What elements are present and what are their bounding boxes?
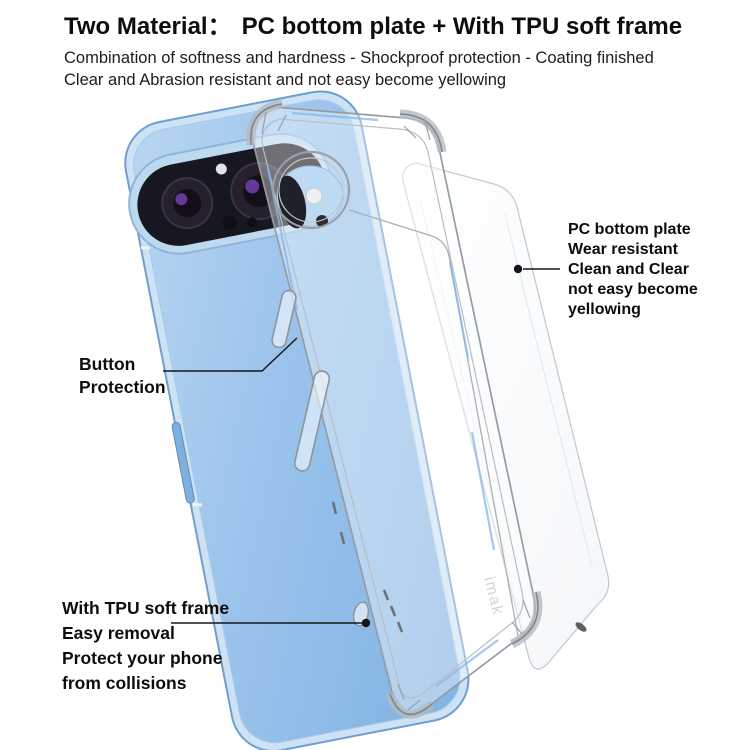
lens-glint	[175, 193, 188, 206]
annotation-tpu-soft-frame: With TPU soft frame Easy removal Protect…	[62, 596, 229, 696]
annotation-text-line: Clean and Clear	[568, 261, 689, 278]
antenna-line	[192, 503, 203, 507]
annotation-text-line: not easy become	[568, 281, 698, 298]
case-camera-ring-inner	[278, 157, 344, 223]
case-corner-bumpers	[246, 99, 543, 719]
callout-dot-tpu	[361, 618, 371, 628]
antenna-line	[140, 246, 151, 250]
callout-line-button	[163, 337, 298, 372]
annotation-text-line: With TPU soft frame	[62, 598, 230, 618]
sensor-through-ring	[316, 215, 328, 227]
annotation-text-line: from collisions	[62, 673, 187, 693]
header: Two Material： PC bottom plate + With TPU …	[64, 6, 724, 91]
camera-bar-edge-through-ring	[277, 175, 307, 229]
subtitle-line-2: Clear and Abrasion resistant and not eas…	[64, 71, 507, 89]
case-camera-ring-outer	[271, 150, 351, 230]
page-title: Two Material： PC bottom plate + With TPU …	[64, 6, 724, 41]
tpu-case	[246, 99, 543, 719]
annotation-text-line: Protection	[79, 377, 166, 397]
case-button-volume	[293, 370, 331, 472]
callout-lines	[163, 264, 560, 628]
case-port-cutouts	[331, 501, 404, 633]
case-fill	[251, 107, 536, 714]
flash-through-ring	[305, 187, 323, 205]
camera-sensor-dot	[222, 215, 237, 230]
phone-body	[133, 99, 461, 744]
case-inner-lip	[348, 209, 519, 637]
annotation-text-line: PC bottom plate	[568, 221, 691, 238]
annotation-text-line: Easy removal	[62, 623, 175, 643]
camera-sensor-dot	[247, 217, 258, 228]
annotation-button-protection: Button Protection	[79, 353, 166, 399]
annotation-pc-bottom-plate: PC bottom plate Wear resistant Clean and…	[568, 220, 698, 320]
annotation-text-line: yellowing	[568, 301, 641, 318]
phone-side-button	[171, 421, 195, 504]
case-inner-rail	[261, 118, 524, 699]
case-camera-ring-group	[271, 150, 351, 230]
callout-dot-pc	[513, 264, 523, 274]
plate-left-highlight	[419, 199, 527, 641]
plate-port-notch	[575, 622, 587, 632]
subtitle-line-1: Combination of softness and hardness - S…	[64, 49, 654, 67]
case-button-power	[271, 289, 297, 349]
camera-flash-dot	[215, 163, 227, 175]
title-prefix: Two Material：	[64, 13, 232, 40]
annotation-text-line: Protect your phone	[62, 648, 223, 668]
annotation-text-line: Button	[79, 354, 136, 374]
annotation-text-line: Wear resistant	[568, 241, 678, 258]
page-subtitle: Combination of softness and hardness - S…	[64, 47, 724, 91]
lens-glint	[245, 179, 260, 194]
title-rest: PC bottom plate + With TPU soft frame	[241, 13, 683, 40]
phone	[124, 90, 470, 750]
